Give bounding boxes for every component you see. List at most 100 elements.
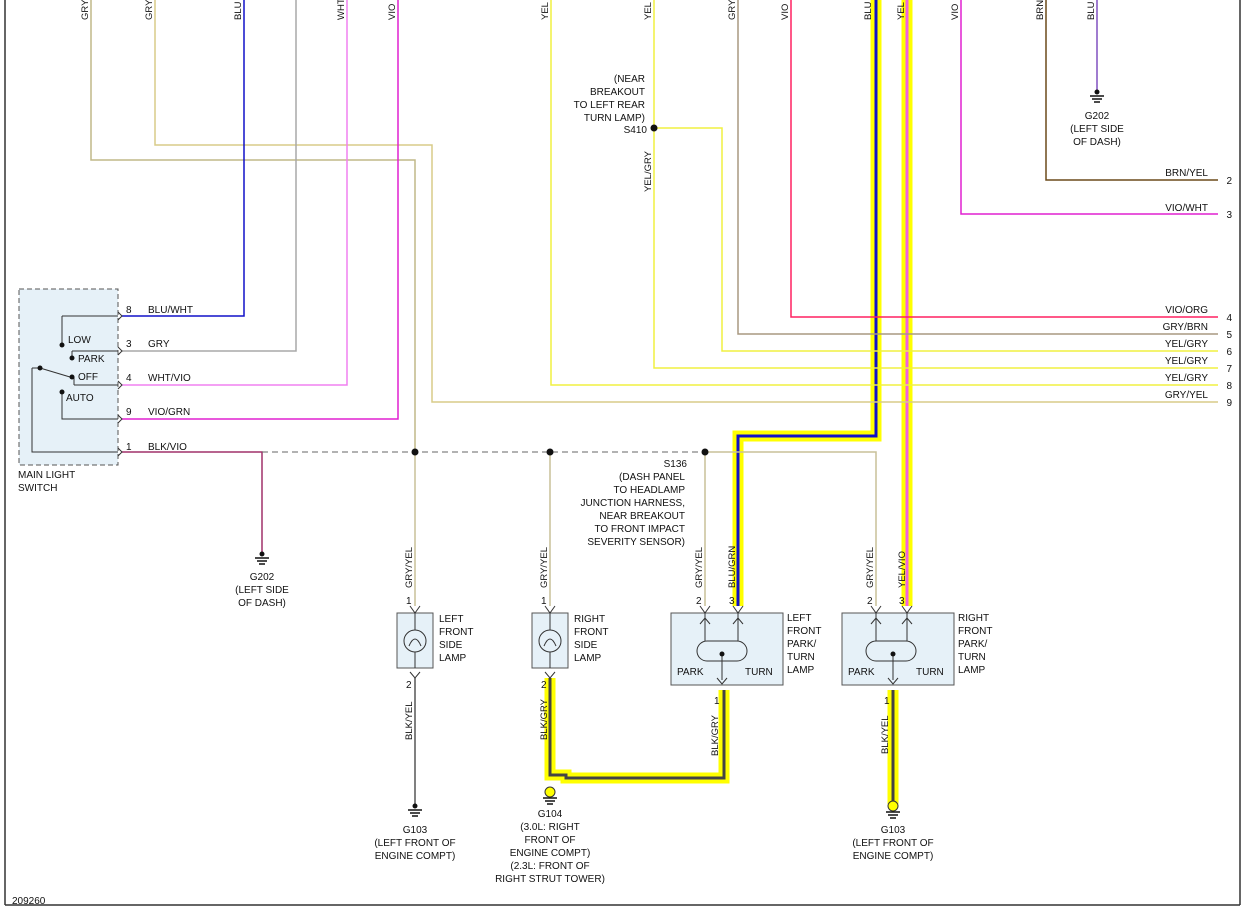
svg-text:YEL/GRY: YEL/GRY bbox=[1165, 373, 1208, 384]
svg-text:3: 3 bbox=[1226, 210, 1232, 221]
svg-text:4: 4 bbox=[126, 373, 132, 384]
main-light-switch: LOW PARK OFF AUTO MAIN LIGHT SWITCH 8 BL… bbox=[18, 288, 193, 494]
svg-text:VIO/ORG: VIO/ORG bbox=[1165, 305, 1208, 316]
right-front-side-lamp: GRY/YEL 1 2 BLK/GRY RIGHT FRONT SIDE LAM… bbox=[531, 547, 608, 740]
svg-text:JUNCTION HARNESS,: JUNCTION HARNESS, bbox=[581, 498, 685, 509]
svg-text:TURN: TURN bbox=[745, 667, 773, 678]
svg-text:LAMP: LAMP bbox=[574, 653, 602, 664]
svg-text:TO HEADLAMP: TO HEADLAMP bbox=[614, 485, 686, 496]
svg-text:TURN: TURN bbox=[787, 652, 815, 663]
svg-text:2: 2 bbox=[541, 680, 547, 691]
svg-text:PARK: PARK bbox=[848, 667, 875, 678]
svg-text:FRONT OF: FRONT OF bbox=[525, 835, 576, 846]
svg-text:FRONT: FRONT bbox=[787, 626, 821, 637]
svg-text:BRN/YEL: BRN/YEL bbox=[1165, 168, 1208, 179]
svg-text:LAMP: LAMP bbox=[958, 665, 986, 676]
svg-text:G103: G103 bbox=[881, 825, 906, 836]
svg-text:GRY/BRN: GRY/BRN bbox=[1163, 322, 1208, 333]
svg-text:GRY: GRY bbox=[144, 0, 155, 20]
svg-text:GRY/YEL: GRY/YEL bbox=[539, 547, 550, 588]
svg-text:8: 8 bbox=[1226, 381, 1232, 392]
svg-text:BLU: BLU bbox=[863, 1, 874, 20]
svg-text:YEL/VIO: YEL/VIO bbox=[897, 551, 908, 588]
svg-text:MAIN LIGHT: MAIN LIGHT bbox=[18, 470, 75, 481]
svg-text:(DASH PANEL: (DASH PANEL bbox=[619, 472, 685, 483]
svg-text:5: 5 bbox=[1226, 330, 1232, 341]
svg-text:GRY/YEL: GRY/YEL bbox=[865, 547, 876, 588]
svg-text:G202: G202 bbox=[250, 572, 275, 583]
splice-s410: (NEAR BREAKOUT TO LEFT REAR TURN LAMP) S… bbox=[574, 74, 654, 192]
right-front-park-turn-lamp: GRY/YEL YEL/VIO 2 3 PARK TURN 1 BLK/YEL … bbox=[841, 547, 992, 754]
svg-text:G202: G202 bbox=[1085, 111, 1110, 122]
svg-text:1: 1 bbox=[541, 596, 547, 607]
svg-text:4: 4 bbox=[1226, 313, 1232, 324]
svg-text:WHT: WHT bbox=[336, 0, 347, 20]
svg-text:(NEAR: (NEAR bbox=[614, 74, 645, 85]
svg-text:BLU: BLU bbox=[1086, 1, 1097, 20]
svg-text:S410: S410 bbox=[624, 125, 648, 136]
svg-text:1: 1 bbox=[126, 442, 132, 453]
ground-g103-left: G103 (LEFT FRONT OF ENGINE COMPT) bbox=[374, 803, 456, 862]
svg-text:BLU/WHT: BLU/WHT bbox=[148, 305, 193, 316]
svg-text:(LEFT SIDE: (LEFT SIDE bbox=[1070, 124, 1124, 135]
svg-text:TO LEFT REAR: TO LEFT REAR bbox=[574, 100, 645, 111]
ground-g202-top: G202 (LEFT SIDE OF DASH) bbox=[1070, 89, 1124, 148]
highlight-circuits bbox=[544, 0, 913, 804]
ground-g104: G104 (3.0L: RIGHT FRONT OF ENGINE COMPT)… bbox=[495, 786, 605, 885]
svg-text:GRY: GRY bbox=[80, 0, 91, 20]
svg-text:(3.0L: RIGHT: (3.0L: RIGHT bbox=[520, 822, 579, 833]
svg-text:9: 9 bbox=[126, 407, 132, 418]
splice-s136: S136 (DASH PANEL TO HEADLAMP JUNCTION HA… bbox=[581, 459, 688, 548]
right-connector: BRN/YEL 2 VIO/WHT 3 VIO/ORG 4 GRY/BRN 5 … bbox=[1163, 168, 1233, 409]
svg-text:OF DASH): OF DASH) bbox=[238, 598, 286, 609]
svg-text:GRY/YEL: GRY/YEL bbox=[694, 547, 705, 588]
ground-g103-right: G103 (LEFT FRONT OF ENGINE COMPT) bbox=[852, 800, 934, 862]
svg-text:LAMP: LAMP bbox=[439, 653, 467, 664]
svg-text:GRY: GRY bbox=[727, 0, 738, 20]
svg-text:WHT/VIO: WHT/VIO bbox=[148, 373, 191, 384]
left-front-park-turn-lamp: GRY/YEL BLU/GRN 2 3 PARK TURN 1 BLK/GRY … bbox=[670, 546, 821, 756]
svg-text:YEL/GRY: YEL/GRY bbox=[643, 150, 654, 192]
svg-text:SEVERITY SENSOR): SEVERITY SENSOR) bbox=[587, 537, 685, 548]
svg-text:G103: G103 bbox=[403, 825, 428, 836]
svg-text:PARK/: PARK/ bbox=[958, 639, 987, 650]
svg-text:S136: S136 bbox=[664, 459, 688, 470]
svg-text:GRY/YEL: GRY/YEL bbox=[1165, 390, 1209, 401]
svg-text:9: 9 bbox=[1226, 398, 1232, 409]
svg-text:ENGINE COMPT): ENGINE COMPT) bbox=[853, 851, 934, 862]
svg-text:ENGINE COMPT): ENGINE COMPT) bbox=[375, 851, 456, 862]
svg-text:RIGHT: RIGHT bbox=[958, 613, 989, 624]
svg-text:BREAKOUT: BREAKOUT bbox=[590, 87, 645, 98]
svg-text:BLU: BLU bbox=[233, 1, 244, 20]
svg-text:NEAR BREAKOUT: NEAR BREAKOUT bbox=[599, 511, 685, 522]
svg-text:LEFT: LEFT bbox=[787, 613, 811, 624]
svg-text:ENGINE COMPT): ENGINE COMPT) bbox=[510, 848, 591, 859]
svg-text:YEL: YEL bbox=[643, 2, 654, 20]
svg-text:TO FRONT IMPACT: TO FRONT IMPACT bbox=[594, 524, 685, 535]
svg-text:OFF: OFF bbox=[78, 372, 98, 383]
svg-text:LOW: LOW bbox=[68, 335, 91, 346]
svg-text:FRONT: FRONT bbox=[439, 627, 473, 638]
svg-text:7: 7 bbox=[1226, 364, 1232, 375]
svg-text:PARK: PARK bbox=[677, 667, 704, 678]
svg-text:VIO/WHT: VIO/WHT bbox=[1165, 203, 1208, 214]
svg-text:BLU/GRN: BLU/GRN bbox=[727, 546, 738, 588]
svg-text:BLK/GRY: BLK/GRY bbox=[710, 714, 721, 756]
figure-id: 209260 bbox=[12, 896, 46, 907]
svg-text:PARK/: PARK/ bbox=[787, 639, 816, 650]
svg-text:YEL: YEL bbox=[896, 2, 907, 20]
svg-text:FRONT: FRONT bbox=[958, 626, 992, 637]
svg-text:YEL/GRY: YEL/GRY bbox=[1165, 356, 1208, 367]
svg-text:3: 3 bbox=[729, 596, 735, 607]
svg-text:LAMP: LAMP bbox=[787, 665, 815, 676]
svg-text:AUTO: AUTO bbox=[66, 393, 94, 404]
top-wire-labels: GRY GRY BLU WHT VIO YEL YEL GRY VIO BLU … bbox=[80, 0, 1097, 20]
svg-text:2: 2 bbox=[867, 596, 873, 607]
svg-text:LEFT: LEFT bbox=[439, 614, 463, 625]
svg-text:(LEFT FRONT OF: (LEFT FRONT OF bbox=[852, 838, 933, 849]
svg-text:2: 2 bbox=[406, 680, 412, 691]
svg-text:BLK/GRY: BLK/GRY bbox=[539, 698, 550, 740]
svg-text:VIO: VIO bbox=[950, 4, 961, 20]
